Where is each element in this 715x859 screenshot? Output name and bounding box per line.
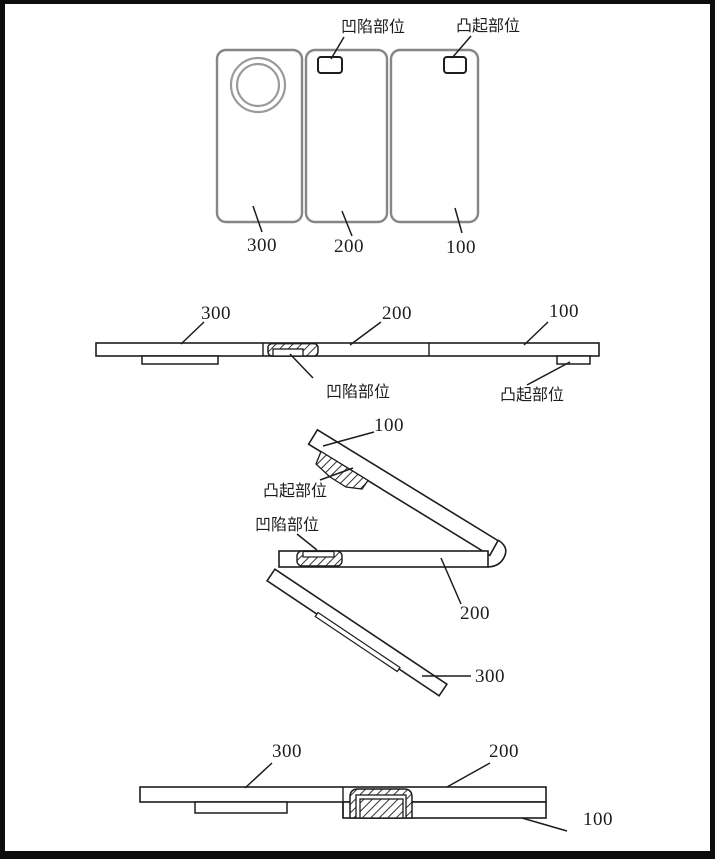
leader-200-folded xyxy=(446,762,491,788)
label-300-flat: 300 xyxy=(201,303,231,324)
fold-hinge-arc xyxy=(487,539,507,568)
label-300-folded: 300 xyxy=(272,741,302,762)
recess-slot xyxy=(302,550,335,558)
leader-100-flat xyxy=(523,321,549,346)
panel-200-rear xyxy=(304,48,389,224)
leader-protrusion-perspective xyxy=(319,467,354,481)
camera-ring-outer xyxy=(229,56,287,114)
leader-300-folded xyxy=(244,762,273,789)
leader-recess-perspective xyxy=(296,533,318,551)
protrusion-hatched xyxy=(315,450,369,490)
leader-100-folded xyxy=(521,817,568,832)
leader-recess-flat xyxy=(289,353,314,379)
leader-recess-top xyxy=(330,36,345,60)
label-100-flat: 100 xyxy=(549,301,579,322)
panel-300-rear xyxy=(215,48,304,224)
protrusion-rect xyxy=(443,56,467,74)
label-100-top: 100 xyxy=(446,237,476,258)
leader-200-flat xyxy=(349,321,382,346)
leader-200-perspective xyxy=(440,557,462,605)
label-100-perspective: 100 xyxy=(374,415,404,436)
label-recess-flat: 凹陷部位 xyxy=(326,383,390,401)
frame-right xyxy=(710,0,715,859)
view-top-plan: 凹陷部位 凸起部位 300 200 100 xyxy=(215,17,520,258)
label-300-perspective: 300 xyxy=(475,666,505,687)
camera-bump-strip xyxy=(314,611,401,673)
panel-100-diagonal xyxy=(307,428,500,557)
leader-300-top xyxy=(252,205,263,233)
label-recess-top: 凹陷部位 xyxy=(341,18,405,36)
recess-opening-rect xyxy=(317,56,343,74)
label-200-folded: 200 xyxy=(489,741,519,762)
label-200-top: 200 xyxy=(334,236,364,257)
protrusion-bump-side xyxy=(556,355,591,365)
leader-200-top xyxy=(341,210,353,237)
camera-bump-folded xyxy=(194,801,288,814)
frame-bottom xyxy=(0,851,715,859)
label-protrusion-top: 凸起部位 xyxy=(456,17,520,35)
camera-ring-inner xyxy=(235,62,281,108)
leader-300-flat xyxy=(180,321,205,345)
label-protrusion-perspective: 凸起部位 xyxy=(263,482,327,500)
panel-300-diagonal xyxy=(265,568,449,697)
protrusion-engaged-hatched xyxy=(359,798,404,819)
label-recess-perspective: 凹陷部位 xyxy=(255,516,319,534)
leader-100-perspective xyxy=(322,431,375,447)
label-200-flat: 200 xyxy=(382,303,412,324)
view-side-folded: 300 200 100 xyxy=(139,741,613,832)
camera-bump-side xyxy=(141,355,219,365)
frame-left xyxy=(0,0,5,859)
label-protrusion-flat: 凸起部位 xyxy=(500,386,564,404)
label-100-folded: 100 xyxy=(583,809,613,830)
view-perspective-folded: 100 凸起部位 凹陷部位 200 300 xyxy=(255,415,507,697)
device-bar-flat xyxy=(95,342,600,357)
recess-cavity xyxy=(272,348,304,357)
label-300-top: 300 xyxy=(247,235,277,256)
leader-100-top xyxy=(454,207,463,234)
leader-protrusion-flat xyxy=(526,361,571,386)
frame-top xyxy=(0,0,715,4)
label-200-perspective: 200 xyxy=(460,603,490,624)
leader-protrusion-top xyxy=(451,35,472,59)
view-side-flat: 300 200 100 凹陷部位 凸起部位 xyxy=(95,301,600,404)
panel-100-rear xyxy=(389,48,480,224)
